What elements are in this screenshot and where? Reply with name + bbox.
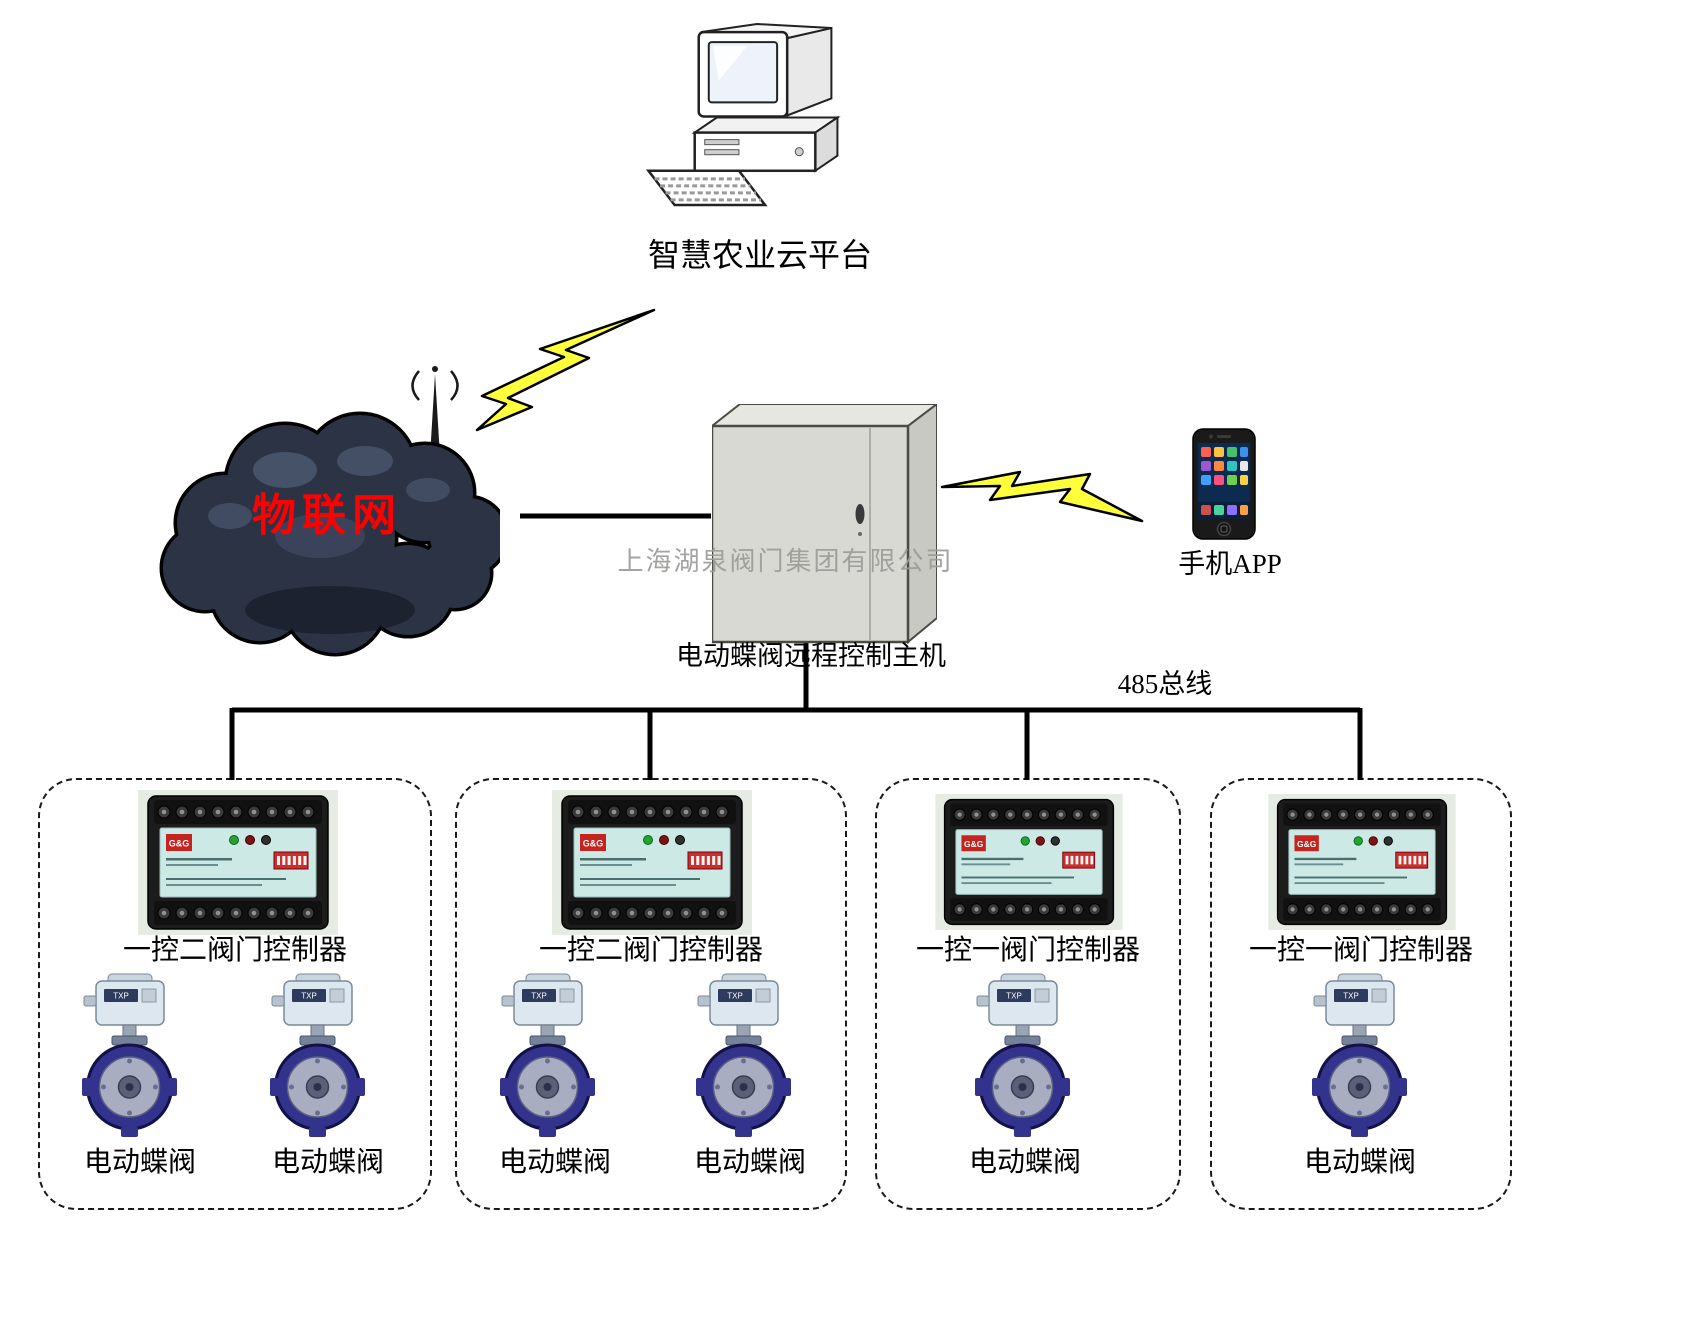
platform-title: 智慧农业云平台	[647, 237, 872, 273]
butterfly-valve-4	[1312, 972, 1407, 1140]
controller-label-1: 一控二阀门控制器	[122, 935, 347, 966]
valve-group-1	[38, 778, 432, 1210]
valve-label-1a: 电动蝶阀	[83, 1147, 196, 1178]
valve-controller-2	[552, 790, 752, 935]
lightning-bolt-computer-cloud	[475, 308, 656, 432]
lightning-bolt-host-phone	[940, 470, 1144, 523]
valve-label-2a: 电动蝶阀	[498, 1147, 611, 1178]
bus-485-label: 485总线	[1117, 669, 1213, 699]
valve-label-4: 电动蝶阀	[1303, 1147, 1416, 1178]
control-host-label: 电动蝶阀远程控制主机	[676, 641, 946, 671]
valve-label-3: 电动蝶阀	[968, 1147, 1081, 1178]
cloud-platform-computer	[638, 18, 870, 214]
valve-controller-3	[935, 794, 1123, 930]
controller-label-3: 一控一阀门控制器	[915, 935, 1140, 966]
butterfly-valve-1b	[270, 972, 365, 1140]
valve-controller-1	[138, 790, 338, 935]
valve-controller-4	[1268, 794, 1456, 930]
mobile-phone	[1192, 428, 1256, 540]
butterfly-valve-1a	[82, 972, 177, 1140]
butterfly-valve-2b	[696, 972, 791, 1140]
valve-label-2b: 电动蝶阀	[693, 1147, 806, 1178]
controller-label-4: 一控一阀门控制器	[1248, 935, 1473, 966]
phone-app-label: 手机APP	[1178, 549, 1282, 579]
controller-label-2: 一控二阀门控制器	[538, 935, 763, 966]
bus-lines	[229, 513, 1363, 780]
butterfly-valve-3	[975, 972, 1070, 1140]
control-host-cabinet	[712, 404, 937, 644]
company-watermark: 上海湖泉阀门集团有限公司	[617, 547, 954, 576]
iot-cloud-label: 物联网	[252, 491, 402, 540]
valve-label-1b: 电动蝶阀	[271, 1147, 384, 1178]
butterfly-valve-2a	[500, 972, 595, 1140]
